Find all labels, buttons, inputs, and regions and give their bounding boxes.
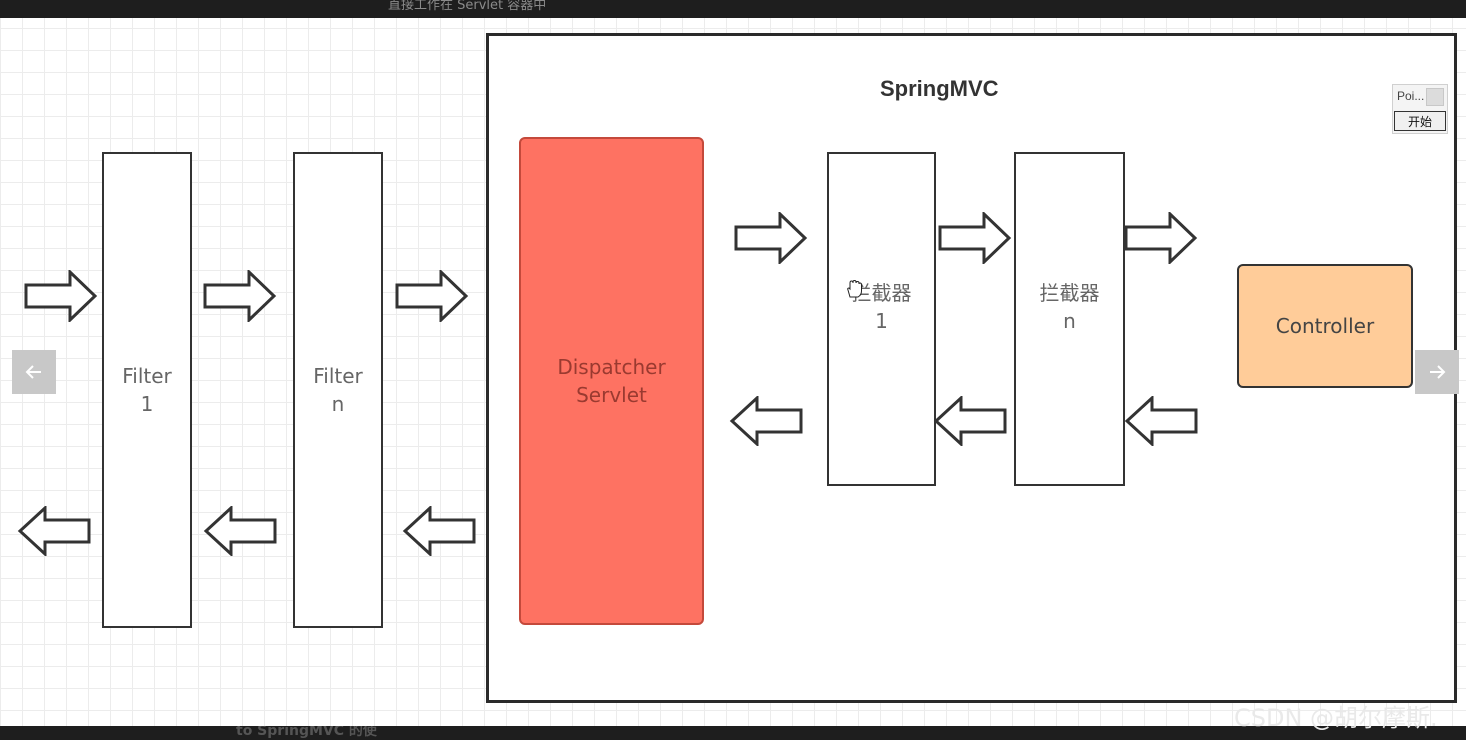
- pointer-panel: Poi... 开始: [1392, 84, 1448, 134]
- prev-slide-button[interactable]: [12, 350, 56, 394]
- bottom-caption: to SpringMVC 的使: [236, 726, 377, 739]
- arrow-left-icon: [1124, 396, 1198, 446]
- next-slide-button[interactable]: [1415, 350, 1459, 394]
- arrow-left-icon: [25, 365, 41, 379]
- csdn-watermark: CSDN @胡尔摩斯.: [1234, 704, 1438, 732]
- start-button[interactable]: 开始: [1394, 111, 1446, 131]
- filter-n-box: Filter n: [293, 152, 383, 628]
- arrow-left-icon: [402, 506, 476, 556]
- arrow-right-icon: [1124, 212, 1198, 264]
- interceptor-n-box: 拦截器 n: [1014, 152, 1125, 486]
- arrow-right-icon: [734, 212, 808, 264]
- top-caption-bar: 直接工作在 Servlet 容器中: [0, 0, 1466, 18]
- arrow-left-icon: [17, 506, 91, 556]
- arrow-right-icon: [203, 270, 277, 322]
- pointer-checkbox[interactable]: [1426, 88, 1444, 106]
- arrow-right-icon: [938, 212, 1012, 264]
- hand-cursor-icon: [847, 280, 862, 298]
- arrow-left-icon: [203, 506, 277, 556]
- arrow-right-icon: [24, 270, 98, 322]
- arrow-right-icon: [1430, 365, 1446, 379]
- group-title: SpringMVC: [880, 76, 999, 101]
- arrow-right-icon: [395, 270, 469, 322]
- top-caption: 直接工作在 Servlet 容器中: [388, 0, 547, 13]
- arrow-left-icon: [933, 396, 1007, 446]
- pointer-panel-label: Poi...: [1397, 89, 1425, 103]
- controller-box: Controller: [1237, 264, 1413, 388]
- interceptor-1-box: 拦截器 1: [827, 152, 936, 486]
- bottom-caption-bar: to SpringMVC 的使: [0, 726, 1466, 740]
- filter-1-box: Filter 1: [102, 152, 192, 628]
- arrow-left-icon: [729, 396, 803, 446]
- dispatcher-servlet-box: Dispatcher Servlet: [519, 137, 704, 625]
